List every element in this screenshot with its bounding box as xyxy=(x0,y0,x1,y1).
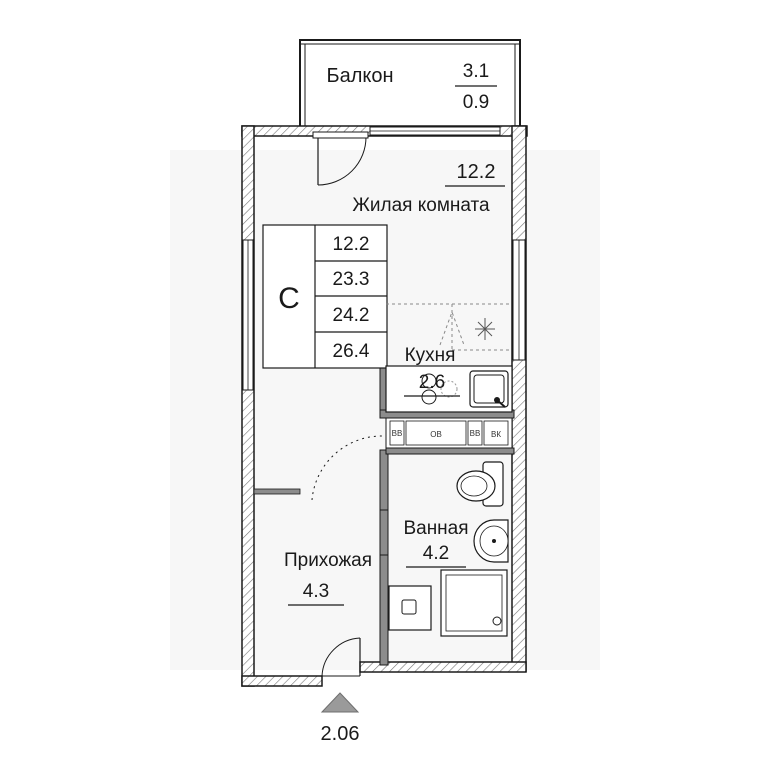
summary-value-1: 12.2 xyxy=(333,234,370,255)
summary-table: С 12.2 23.3 24.2 26.4 xyxy=(262,224,388,369)
bathroom-area: 4.2 xyxy=(423,543,449,564)
hallway-area: 4.3 xyxy=(303,581,329,602)
washing-machine-icon xyxy=(388,585,432,631)
toilet-icon xyxy=(456,461,504,507)
balcony-door xyxy=(312,131,369,186)
heating-label: ОВ xyxy=(430,430,442,439)
hallway-wall-stub xyxy=(253,488,301,495)
balcony-area xyxy=(299,39,521,129)
summary-value-2: 23.3 xyxy=(333,269,370,290)
water-supply-left-label: ВВ xyxy=(392,429,403,438)
hallway-name: Прихожая xyxy=(284,550,372,571)
balcony-name: Балкон xyxy=(326,65,393,87)
water-supply-right-label: ВВ xyxy=(470,429,481,438)
hallway-labels: Прихожая 4.3 xyxy=(284,550,372,606)
balcony-area-reduced: 0.9 xyxy=(463,92,489,113)
living-room-name: Жилая комната xyxy=(352,195,490,216)
summary-value-4: 26.4 xyxy=(333,341,370,362)
living-room-labels: 12.2 Жилая комната xyxy=(352,161,505,216)
kitchen-name: Кухня xyxy=(405,345,456,366)
exterior-walls xyxy=(241,125,528,687)
entrance-door xyxy=(321,637,361,677)
bathroom-door-swing xyxy=(311,435,383,501)
entrance-elevation: 2.06 xyxy=(321,723,360,745)
entrance-arrow-icon xyxy=(320,692,360,713)
shower-tray-icon xyxy=(440,569,508,637)
cooktop-icon xyxy=(421,373,458,405)
entrance-marker: 2.06 xyxy=(320,692,360,745)
bathroom-labels: Ванная 4.2 xyxy=(403,518,469,568)
kitchen-area: 2.6 xyxy=(419,372,445,393)
sewer-label: ВК xyxy=(491,430,501,439)
bathroom-name: Ванная xyxy=(403,518,468,539)
kitchen-sink-icon xyxy=(469,370,509,408)
apartment-type-letter: С xyxy=(278,282,300,315)
balcony-area-total: 3.1 xyxy=(463,61,489,82)
kitchen-fixtures xyxy=(385,303,513,413)
kitchen-labels: Кухня 2.6 xyxy=(404,345,460,397)
wash-basin-icon xyxy=(473,519,509,563)
utility-strip: ВВ ОВ ВВ ВК xyxy=(385,417,513,449)
balcony-labels: Балкон 3.1 0.9 xyxy=(326,61,497,113)
summary-value-3: 24.2 xyxy=(333,305,370,326)
ventilation-icon xyxy=(475,318,495,340)
living-room-area: 12.2 xyxy=(457,161,496,183)
